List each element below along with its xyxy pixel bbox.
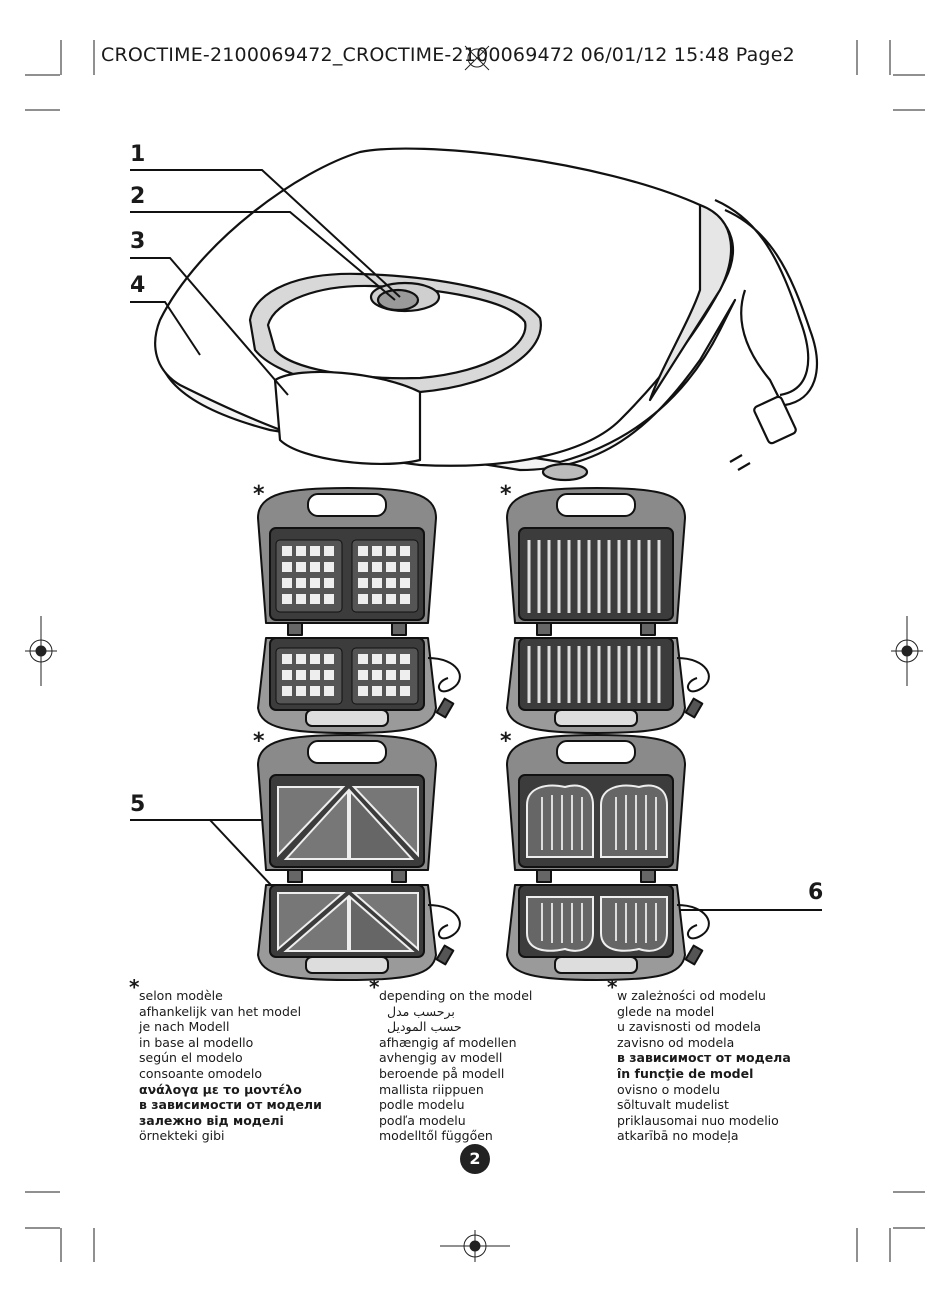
footnote-line: podľa modelu — [379, 1112, 466, 1128]
footnote-asterisk: * — [607, 975, 618, 999]
footnote-line: beroende på modell — [379, 1065, 505, 1081]
footnote-line: ανάλογα με το μοντέλο — [139, 1081, 302, 1097]
asterisk-grill: * — [500, 482, 512, 507]
footnote-asterisk: * — [129, 975, 140, 999]
footnote-line: în funcţie de model — [617, 1065, 754, 1081]
croque-plates-icon — [506, 734, 710, 981]
footnote-line: حسب الموديل — [387, 1019, 462, 1035]
footnote-line: mallista riippuen — [379, 1081, 484, 1097]
sandwich-plates-icon — [257, 734, 461, 981]
footnote-column-1: * selon modèle afhankelijk van het model… — [129, 977, 322, 1144]
footnote-line: залежно від моделі — [139, 1112, 284, 1128]
callout-5: 5 — [130, 792, 146, 817]
footnote-line: zavisno od modela — [617, 1034, 735, 1050]
footnote-line: sõltuvalt mudelist — [617, 1097, 729, 1113]
footnote-line: consoante omodelo — [139, 1065, 262, 1081]
footnote-line: priklausomai nuo modelio — [617, 1112, 779, 1128]
footnote-line: ovisno o modelu — [617, 1081, 721, 1097]
print-slug-header: CROCTIME-2100069472_CROCTIME-2100069472 … — [101, 44, 795, 66]
page-number-badge: 2 — [460, 1144, 490, 1174]
registration-mark-icon — [464, 45, 490, 71]
footnote-column-3: * w zależności od modelu glede na model … — [607, 977, 791, 1144]
footnote-line: je nach Modell — [139, 1019, 230, 1035]
registration-mark-icon — [440, 1230, 510, 1262]
callout-1: 1 — [130, 142, 146, 167]
registration-mark-icon — [25, 616, 57, 686]
footnote-line: u zavisnosti od modela — [617, 1019, 762, 1035]
footnote-line: selon modèle — [139, 988, 223, 1003]
callout-3: 3 — [130, 229, 146, 254]
asterisk-waffle: * — [253, 482, 265, 507]
footnote-line: örnekteki gibi — [139, 1128, 225, 1144]
waffle-plates-icon — [257, 487, 461, 734]
footnote-line: w zależności od modelu — [617, 988, 766, 1003]
footnote-asterisk: * — [369, 975, 380, 999]
callout-6: 6 — [808, 880, 824, 905]
footnote-line: modelltől függően — [379, 1128, 493, 1144]
footnote-line: glede na model — [617, 1003, 715, 1019]
footnote-line: afhankelijk van het model — [139, 1003, 302, 1019]
footnote-column-2: * depending on the model برحسب مدل حسب ا… — [369, 977, 533, 1144]
registration-mark-icon — [891, 616, 923, 686]
footnote-line: atkarībā no modeļa — [617, 1128, 739, 1144]
footnote-line: podle modelu — [379, 1097, 465, 1113]
callout-4: 4 — [130, 273, 146, 298]
footnote-line: in base al modello — [139, 1034, 254, 1050]
footnote-line: según el modelo — [139, 1050, 243, 1066]
footnote-line: в зависимости от модели — [139, 1097, 322, 1113]
footnote-line: afhængig af modellen — [379, 1034, 517, 1050]
footnote-line: в зависимост от модела — [617, 1050, 791, 1066]
asterisk-croque: * — [500, 729, 512, 754]
footnote-line: برحسب مدل — [387, 1003, 455, 1019]
footnote-line: depending on the model — [379, 988, 533, 1003]
footnote-line: avhengig av modell — [379, 1050, 503, 1066]
grill-plates-icon — [506, 487, 710, 734]
asterisk-sandwich: * — [253, 729, 265, 754]
callout-2: 2 — [130, 184, 146, 209]
